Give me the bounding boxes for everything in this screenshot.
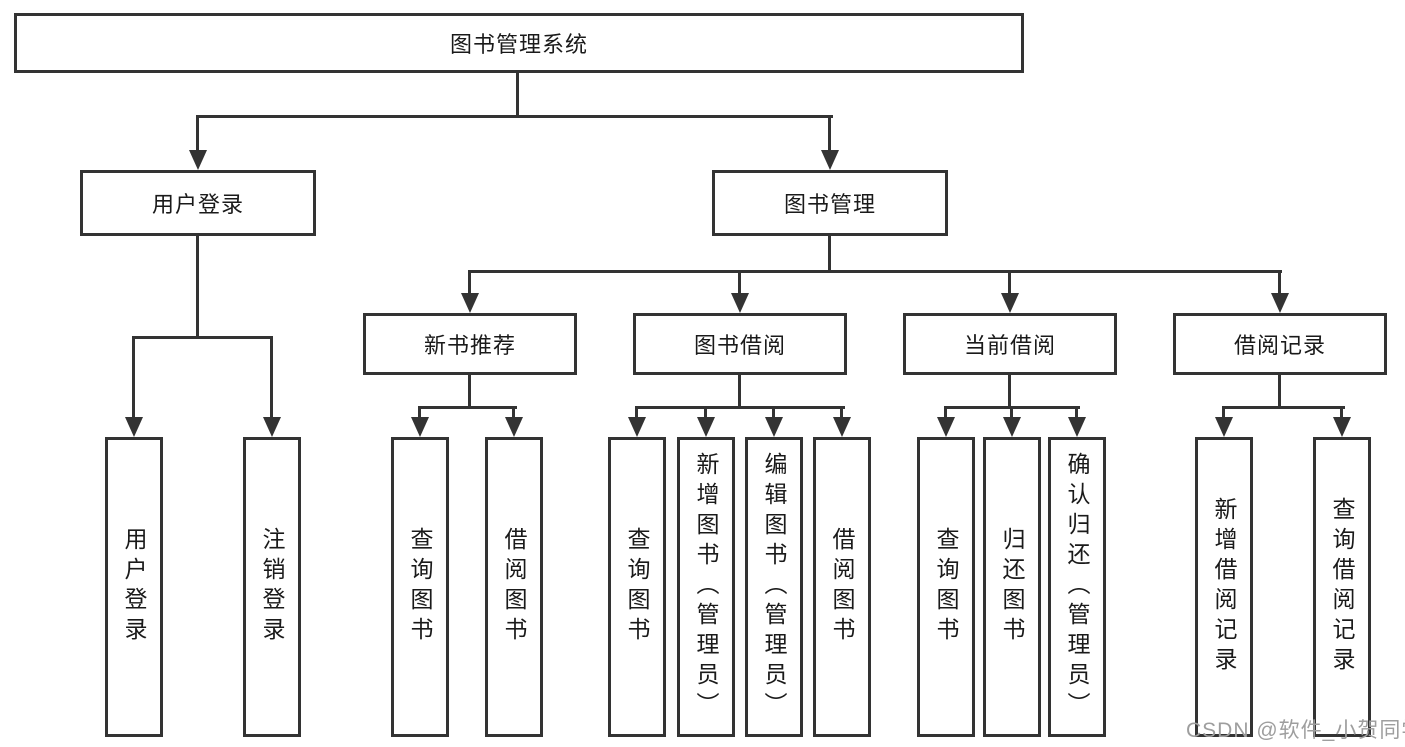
connector-line bbox=[772, 406, 775, 420]
connector-line bbox=[1278, 270, 1281, 295]
arrowhead-icon bbox=[263, 417, 281, 437]
connector-line bbox=[1008, 375, 1011, 408]
connector-line bbox=[196, 236, 199, 338]
node-current-borrowing: 当前借阅 bbox=[903, 313, 1117, 375]
connector-line bbox=[828, 236, 831, 272]
connector-line bbox=[468, 375, 471, 408]
connector-line bbox=[840, 406, 843, 420]
connector-line bbox=[635, 406, 638, 420]
connector-line bbox=[270, 336, 273, 420]
connector-line bbox=[738, 375, 741, 408]
connector-line bbox=[1222, 406, 1225, 420]
arrowhead-icon bbox=[411, 417, 429, 437]
connector-line bbox=[418, 406, 421, 420]
connector-line bbox=[132, 336, 273, 339]
arrowhead-icon bbox=[1333, 417, 1351, 437]
arrowhead-icon bbox=[1215, 417, 1233, 437]
arrowhead-icon bbox=[125, 417, 143, 437]
arrowhead-icon bbox=[731, 293, 749, 313]
leaf-query-books-borrowing: 查询图书 bbox=[608, 437, 666, 737]
leaf-logout: 注销登录 bbox=[243, 437, 301, 737]
leaf-confirm-return-admin: 确认归还（管理员） bbox=[1048, 437, 1106, 737]
connector-line bbox=[1010, 406, 1013, 420]
leaf-edit-book-admin: 编辑图书（管理员） bbox=[745, 437, 803, 737]
arrowhead-icon bbox=[821, 150, 839, 170]
connector-line bbox=[468, 270, 471, 295]
node-new-book-recommendation: 新书推荐 bbox=[363, 313, 577, 375]
connector-line bbox=[516, 71, 519, 117]
connector-line bbox=[1008, 270, 1011, 295]
leaf-return-book: 归还图书 bbox=[983, 437, 1041, 737]
leaf-query-books-current: 查询图书 bbox=[917, 437, 975, 737]
arrowhead-icon bbox=[937, 417, 955, 437]
connector-line bbox=[1278, 375, 1281, 408]
connector-line bbox=[132, 336, 135, 420]
connector-line bbox=[468, 270, 1282, 273]
connector-line bbox=[418, 406, 517, 409]
leaf-borrow-books-recommend: 借阅图书 bbox=[485, 437, 543, 737]
arrowhead-icon bbox=[189, 150, 207, 170]
node-user-login: 用户登录 bbox=[80, 170, 316, 236]
leaf-user-login: 用户登录 bbox=[105, 437, 163, 737]
leaf-add-borrow-record: 新增借阅记录 bbox=[1195, 437, 1253, 737]
arrowhead-icon bbox=[1271, 293, 1289, 313]
arrowhead-icon bbox=[461, 293, 479, 313]
connector-line bbox=[944, 406, 947, 420]
arrowhead-icon bbox=[765, 417, 783, 437]
connector-line bbox=[1075, 406, 1078, 420]
connector-line bbox=[196, 115, 833, 118]
connector-line bbox=[635, 406, 845, 409]
connector-line bbox=[704, 406, 707, 420]
connector-line bbox=[828, 115, 831, 152]
leaf-query-borrow-record: 查询借阅记录 bbox=[1313, 437, 1371, 737]
node-book-management: 图书管理 bbox=[712, 170, 948, 236]
arrowhead-icon bbox=[1003, 417, 1021, 437]
connector-line bbox=[1340, 406, 1343, 420]
arrowhead-icon bbox=[505, 417, 523, 437]
arrowhead-icon bbox=[1068, 417, 1086, 437]
arrowhead-icon bbox=[628, 417, 646, 437]
arrowhead-icon bbox=[697, 417, 715, 437]
arrowhead-icon bbox=[1001, 293, 1019, 313]
connector-line bbox=[738, 270, 741, 295]
connector-line bbox=[512, 406, 515, 420]
arrowhead-icon bbox=[833, 417, 851, 437]
node-library-management-system: 图书管理系统 bbox=[14, 13, 1024, 73]
leaf-query-books-recommend: 查询图书 bbox=[391, 437, 449, 737]
connector-line bbox=[196, 115, 199, 152]
connector-line bbox=[1222, 406, 1345, 409]
leaf-add-book-admin: 新增图书（管理员） bbox=[677, 437, 735, 737]
watermark: CSDN @软件_小贺同学 bbox=[1186, 719, 1405, 742]
node-borrowing-records: 借阅记录 bbox=[1173, 313, 1387, 375]
node-book-borrowing: 图书借阅 bbox=[633, 313, 847, 375]
leaf-borrow-books-borrowing: 借阅图书 bbox=[813, 437, 871, 737]
